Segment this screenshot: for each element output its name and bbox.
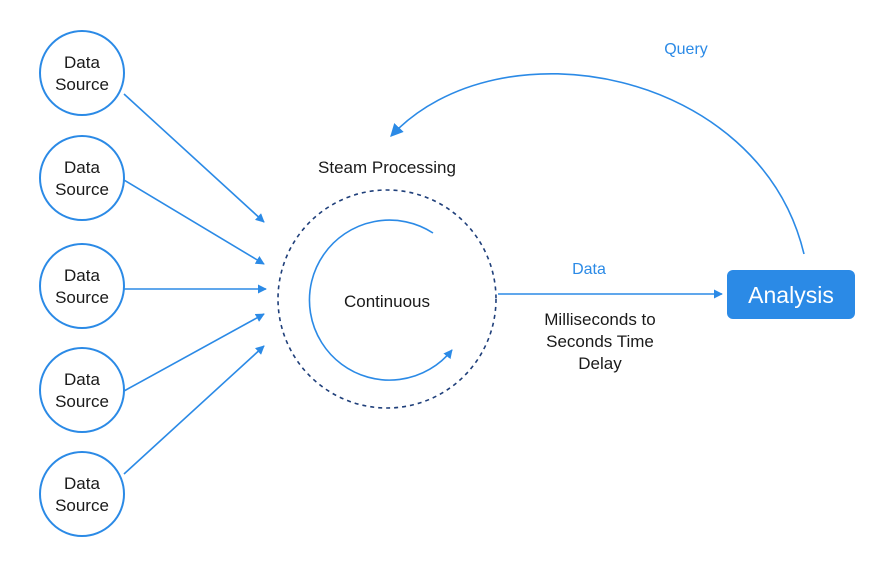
processing-ring: [277, 189, 497, 409]
delay-label-line2: Seconds Time: [546, 332, 654, 351]
stream-processing-title: Steam Processing: [318, 158, 456, 177]
delay-label-line1: Milliseconds to: [544, 310, 656, 329]
data-source-node-3: Data Source: [39, 243, 125, 329]
data-source-node-1: Data Source: [39, 30, 125, 116]
source-4-arrow: [123, 313, 265, 392]
data-source-label-line1: Data: [64, 370, 100, 389]
data-source-label-line2: Source: [55, 180, 109, 199]
data-source-circle: [39, 135, 125, 221]
data-source-label-line2: Source: [55, 496, 109, 515]
source-5-arrow: [123, 345, 265, 475]
delay-label-line3: Delay: [578, 354, 622, 373]
source-2-arrow: [123, 179, 265, 265]
analysis-node: Analysis: [727, 270, 855, 319]
data-source-label-line1: Data: [64, 474, 100, 493]
analysis-label: Analysis: [748, 282, 834, 308]
data-source-node-4: Data Source: [39, 347, 125, 433]
data-source-circle: [39, 243, 125, 329]
data-source-circle: [39, 451, 125, 537]
data-source-label-line2: Source: [55, 392, 109, 411]
data-source-circle: [39, 347, 125, 433]
continuous-label: Continuous: [344, 292, 430, 311]
data-source-label-line1: Data: [64, 158, 100, 177]
query-feedback-arrow: [390, 72, 805, 255]
data-source-node-2: Data Source: [39, 135, 125, 221]
output-data-label: Data: [572, 261, 606, 278]
data-source-label-line2: Source: [55, 75, 109, 94]
data-source-circle: [39, 30, 125, 116]
data-source-label-line1: Data: [64, 53, 100, 72]
source-1-arrow: [123, 93, 265, 223]
query-label: Query: [664, 41, 708, 58]
continuous-loop-arrow: [308, 219, 453, 381]
analysis-box: [727, 270, 855, 319]
data-source-label-line2: Source: [55, 288, 109, 307]
data-source-node-5: Data Source: [39, 451, 125, 537]
data-source-label-line1: Data: [64, 266, 100, 285]
